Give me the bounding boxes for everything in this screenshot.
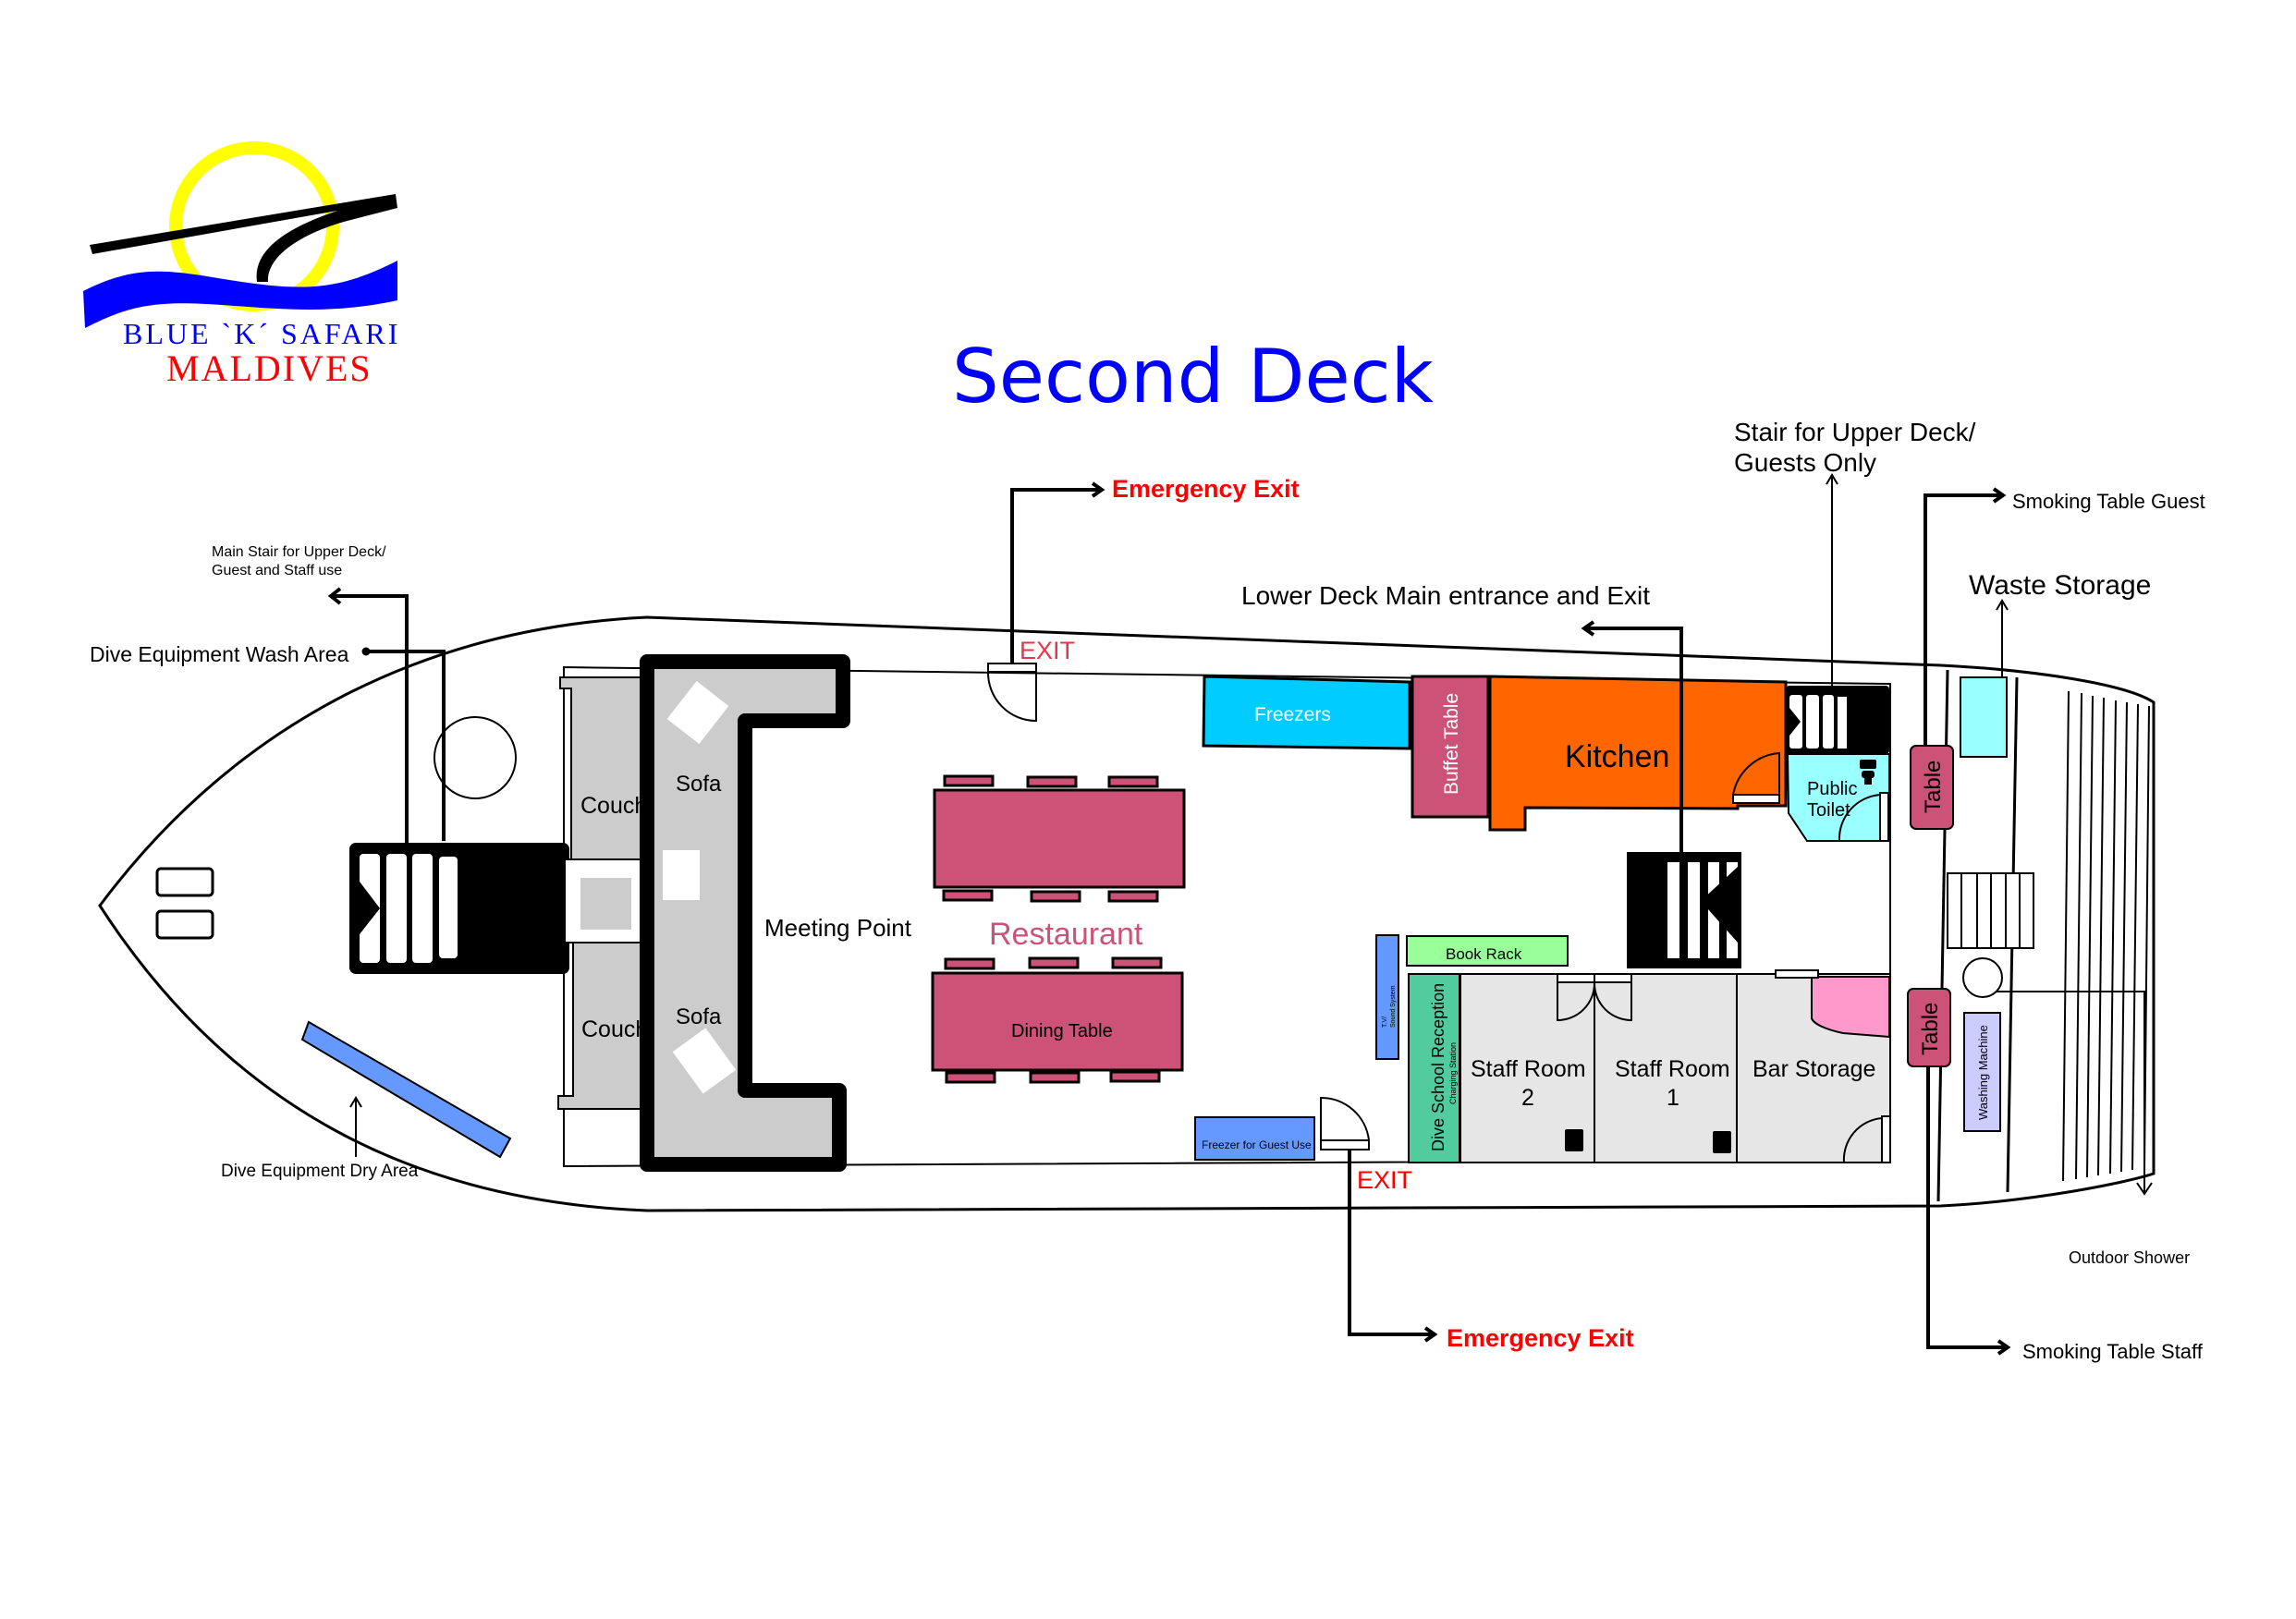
main-stair-callout-1: Main Stair for Upper Deck/ bbox=[212, 544, 386, 560]
tv-label-1: T.V/ bbox=[1382, 1016, 1388, 1028]
freezer-guest bbox=[1194, 1116, 1315, 1161]
waste-storage-callout: Waste Storage bbox=[1969, 570, 2151, 601]
smoking-staff-callout: Smoking Table Staff bbox=[2022, 1340, 2204, 1363]
staff-doors bbox=[1557, 969, 1891, 1163]
chair bbox=[943, 774, 995, 787]
bow-fitting-1 bbox=[155, 867, 214, 897]
staff-room-2-number: 2 bbox=[1521, 1085, 1534, 1111]
chair bbox=[1107, 775, 1159, 788]
smoking-guest-callout: Smoking Table Guest bbox=[2012, 490, 2205, 513]
staff-room-1-label: Staff Room bbox=[1615, 1056, 1730, 1082]
logo-wave bbox=[83, 261, 397, 328]
bar-fridge bbox=[1811, 976, 1890, 1039]
chair bbox=[942, 889, 994, 902]
logo-line1: BLUE `K´ SAFARI bbox=[123, 317, 400, 350]
hull-outline bbox=[98, 615, 2156, 1212]
washing-machine bbox=[1963, 1012, 2001, 1132]
tv-label-2: Sound System bbox=[1390, 985, 1397, 1028]
kitchen-door bbox=[1732, 751, 1780, 804]
couch-top bbox=[559, 676, 645, 860]
company-logo: BLUE `K´ SAFARI MALDIVES bbox=[83, 141, 400, 389]
chair bbox=[1109, 1070, 1161, 1083]
outdoor-shower-callout: Outdoor Shower bbox=[2069, 1248, 2190, 1267]
freezers-label: Freezers bbox=[1254, 704, 1331, 725]
guest-stair-callout-2: Guests Only bbox=[1734, 448, 1876, 477]
staff-room-1-number: 1 bbox=[1667, 1085, 1679, 1111]
emergency-exit-bottom-callout[interactable]: Emergency Exit bbox=[1447, 1324, 1634, 1352]
guest-stair bbox=[1786, 686, 1889, 754]
guest-stair-callout-1: Stair for Upper Deck/ bbox=[1734, 418, 1976, 446]
charging-station-label: Charging Station bbox=[1448, 1042, 1458, 1104]
exit-door-bottom bbox=[1320, 1096, 1370, 1150]
chair bbox=[1107, 890, 1159, 903]
dry-area-rack bbox=[300, 1020, 512, 1159]
life-jacket-icon bbox=[1565, 1129, 1731, 1153]
stern-stair bbox=[1947, 872, 2034, 949]
public-toilet-label-2: Toilet bbox=[1807, 800, 1850, 821]
dry-area-callout: Dive Equipment Dry Area bbox=[221, 1162, 419, 1181]
wash-area-callout: Dive Equipment Wash Area bbox=[90, 642, 349, 666]
lounge: Couch Couch Sofa Sofa bbox=[557, 654, 850, 1172]
book-rack bbox=[1406, 935, 1569, 967]
tv-sound-system bbox=[1375, 934, 1399, 1060]
chair bbox=[944, 957, 995, 970]
sofa-bottom-label: Sofa bbox=[676, 1004, 722, 1029]
chair bbox=[945, 1071, 996, 1084]
meeting-point-label: Meeting Point bbox=[764, 914, 912, 942]
main-stair-callout-2: Guest and Staff use bbox=[212, 563, 342, 578]
public-toilet-label-1: Public bbox=[1807, 779, 1857, 799]
chair bbox=[1111, 956, 1163, 969]
dive-school-label: Dive School Reception bbox=[1429, 983, 1447, 1151]
outdoor-shower-fixture bbox=[1962, 957, 2003, 998]
dining-table-top bbox=[933, 788, 1186, 889]
couch-top-label: Couch bbox=[580, 793, 647, 819]
dining-table-bottom bbox=[931, 971, 1184, 1072]
washing-machine-label: Washing Machine bbox=[1976, 1025, 1990, 1120]
exit-tag-bottom: EXIT bbox=[1357, 1166, 1412, 1194]
freezer-guest-label: Freezer for Guest Use bbox=[1202, 1138, 1312, 1151]
chair bbox=[1026, 775, 1078, 788]
waste-bin bbox=[1960, 676, 2008, 758]
chair bbox=[1030, 890, 1081, 903]
staff-room-2-label: Staff Room bbox=[1471, 1056, 1586, 1082]
restaurant bbox=[931, 774, 1186, 1084]
buffet-table bbox=[1411, 675, 1490, 819]
bar-storage-label: Bar Storage bbox=[1753, 1056, 1875, 1082]
toilet-door bbox=[1838, 792, 1889, 842]
freezers bbox=[1202, 675, 1411, 750]
wash-area-circle bbox=[434, 716, 517, 799]
book-rack-label: Book Rack bbox=[1446, 945, 1522, 963]
table-guest-label: Table bbox=[1921, 761, 1946, 813]
bow-fitting-2 bbox=[155, 909, 214, 940]
sofa bbox=[640, 654, 850, 1172]
main-stair bbox=[349, 843, 569, 974]
emergency-exit-top-callout[interactable]: Emergency Exit bbox=[1112, 475, 1300, 503]
buffet-table-label: Buffet Table bbox=[1441, 693, 1462, 795]
restaurant-label: Restaurant bbox=[989, 917, 1143, 952]
table-guest bbox=[1910, 745, 1954, 830]
dive-school-reception bbox=[1408, 973, 1460, 1163]
sofa-top-label: Sofa bbox=[676, 772, 722, 797]
table-staff-label: Table bbox=[1918, 1003, 1943, 1055]
lower-deck-stair bbox=[1627, 852, 1741, 968]
chair bbox=[1029, 1071, 1081, 1084]
chair bbox=[1028, 956, 1080, 969]
callout-lines bbox=[327, 473, 2153, 1356]
dining-table-label: Dining Table bbox=[1011, 1021, 1113, 1041]
stern-grating bbox=[2062, 690, 2150, 1182]
page-title: Second Deck bbox=[952, 334, 1435, 420]
logo-boat-line bbox=[90, 194, 397, 282]
toilet-icon bbox=[1860, 760, 1876, 785]
logo-line2: MALDIVES bbox=[166, 347, 372, 389]
lower-deck-callout: Lower Deck Main entrance and Exit bbox=[1241, 581, 1650, 610]
kitchen-label: Kitchen bbox=[1565, 739, 1669, 774]
exit-tag-top: EXIT bbox=[1020, 637, 1075, 664]
couch-bottom-label: Couch bbox=[581, 1016, 648, 1042]
exit-door-top bbox=[986, 663, 1037, 723]
